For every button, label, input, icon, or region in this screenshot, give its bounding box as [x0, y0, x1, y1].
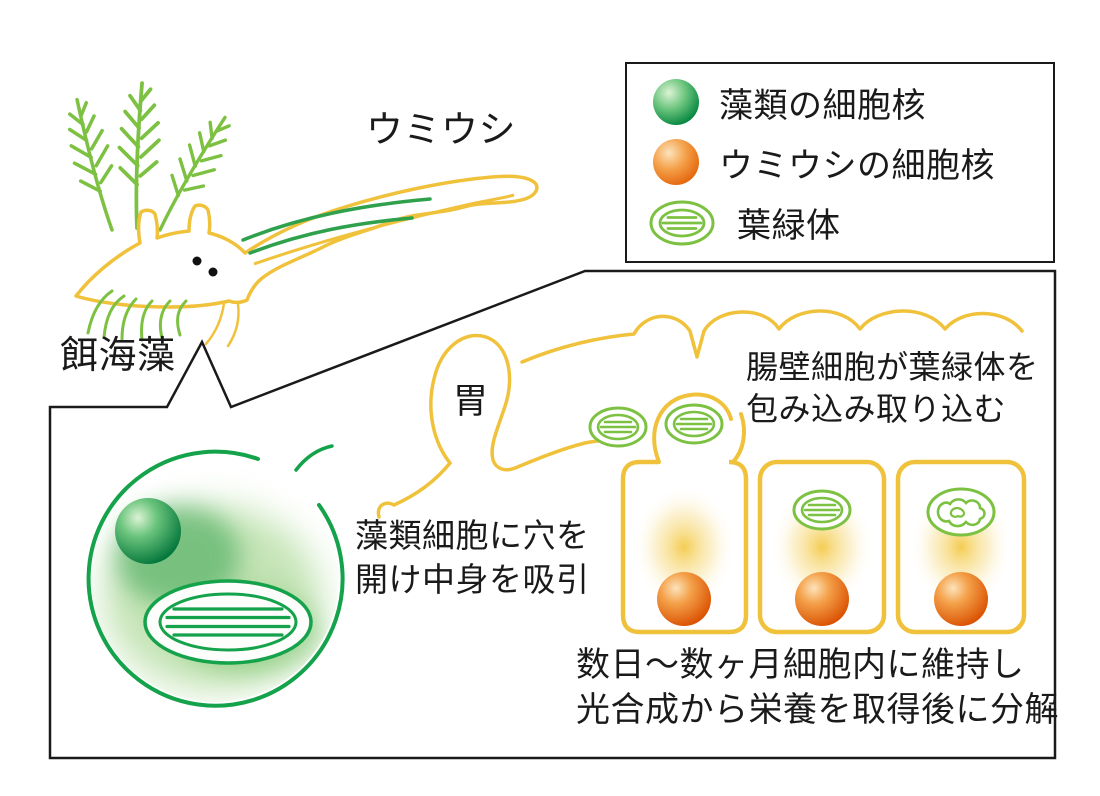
- legend-label-chloroplast: 葉緑体: [737, 207, 841, 246]
- annotation-engulf: 腸壁細胞が葉緑体を 包み込み取り込む: [746, 346, 1039, 430]
- floating-chloroplast-2: [664, 403, 724, 445]
- stomach-drawing: [376, 333, 625, 519]
- panel-outline: [48, 269, 1057, 760]
- degrading-chloroplast: [926, 487, 996, 537]
- floating-chloroplast-1: [588, 406, 648, 448]
- annotation-pierce: 藻類細胞に穴を 開け中身を吸引: [355, 514, 590, 601]
- gut-cell-2: [757, 459, 887, 635]
- algae-nucleus: [115, 498, 181, 564]
- legend-box: 藻類の細胞核 ウミウシの細胞核 葉緑体: [625, 62, 1055, 263]
- algae-nucleus-icon: [653, 79, 699, 126]
- label-sea-slug: ウミウシ: [366, 109, 516, 150]
- legend-item-algae-nucleus: 藻類の細胞核: [653, 78, 1053, 127]
- label-stomach: 胃: [453, 382, 489, 421]
- chloroplast-icon: [649, 200, 715, 246]
- annotation-retention: 数日〜数ヶ月細胞内に維持し 光合成から栄養を取得後に分解: [576, 643, 1059, 733]
- chloroplast-in-cell-2: [792, 489, 852, 531]
- seaslug-nucleus-icon: [653, 139, 699, 186]
- annotation-engulf-line2: 包み込み取り込む: [746, 391, 1007, 428]
- cell1-membrane: [620, 459, 749, 635]
- gut-cell-1: [620, 392, 749, 635]
- slug-digestive-gland-lines: [241, 197, 432, 255]
- brace: [520, 309, 1024, 364]
- seaslug-nucleus-2: [795, 572, 849, 626]
- slug-body: [74, 174, 539, 309]
- annotation-pierce-line2: 開け中身を吸引: [355, 560, 590, 598]
- seaslug-nucleus-1: [657, 572, 711, 626]
- algal-cell-hole-flap: [294, 444, 334, 472]
- seaweed-grass: [86, 289, 188, 342]
- algal-cell-drawing: [86, 444, 345, 708]
- legend-item-chloroplast: 葉緑体: [649, 198, 1053, 247]
- legend-label-algae-nucleus: 藻類の細胞核: [719, 86, 926, 125]
- slug-back-fold: [253, 193, 515, 266]
- legend-label-seaslug-nucleus: ウミウシの細胞核: [719, 146, 995, 185]
- slug-oral-tentacles: [204, 301, 240, 348]
- annotation-retention-line1: 数日〜数ヶ月細胞内に維持し: [576, 646, 1025, 684]
- esophagus-intestine: [376, 333, 625, 519]
- seaslug-nucleus-3: [934, 572, 988, 626]
- cell1-engulfing-cup: [652, 392, 747, 464]
- algal-cell-membrane: [86, 449, 345, 708]
- sea-slug-drawing: [74, 174, 539, 348]
- gut-cells: [588, 392, 1027, 635]
- label-food-seaweed: 餌海藻: [60, 335, 176, 377]
- slug-eye-right: [208, 267, 218, 277]
- slug-eye-left: [192, 256, 202, 266]
- annotation-pierce-line1: 藻類細胞に穴を: [355, 517, 590, 554]
- algal-chloroplast: [143, 579, 313, 665]
- annotation-retention-line2: 光合成から栄養を取得後に分解: [576, 690, 1059, 729]
- legend-item-seaslug-nucleus: ウミウシの細胞核: [653, 138, 1053, 187]
- gut-cell-3: [895, 459, 1027, 635]
- annotation-engulf-line1: 腸壁細胞が葉緑体を: [746, 349, 1039, 385]
